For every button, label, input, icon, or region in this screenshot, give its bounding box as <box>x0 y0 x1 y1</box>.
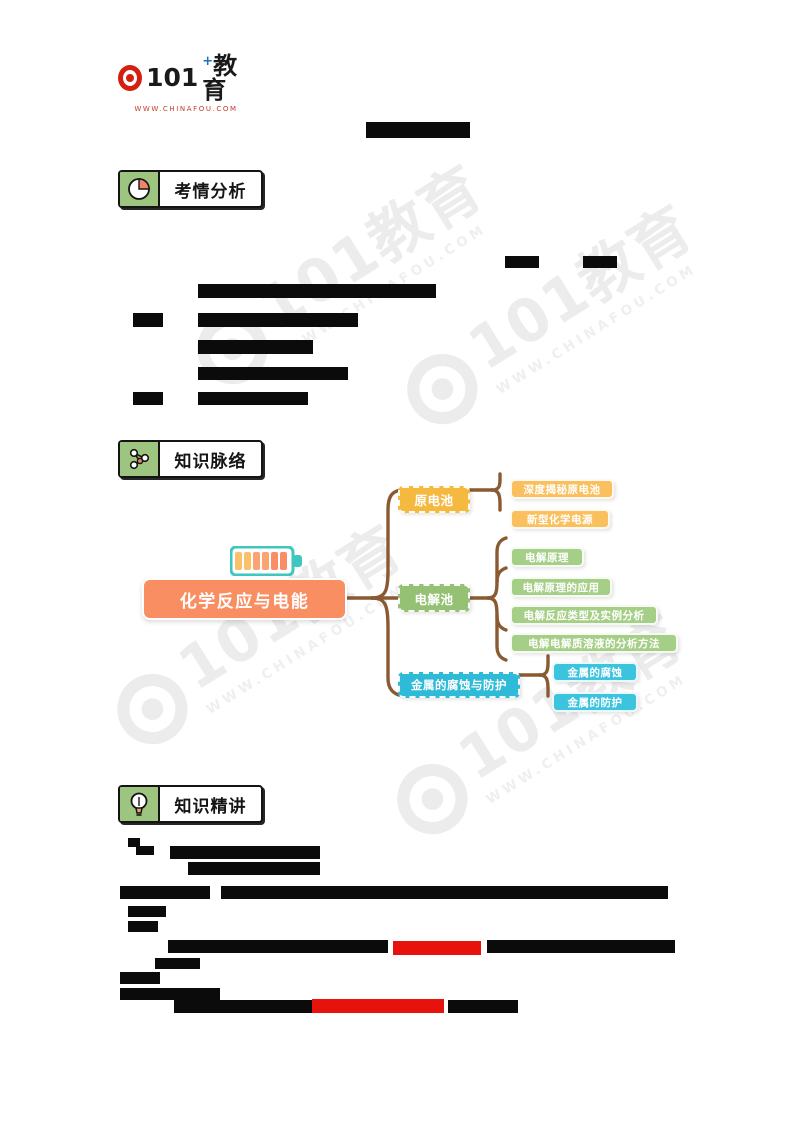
watermark-cn: 教育 <box>355 153 496 277</box>
table-bar <box>198 284 436 298</box>
text-bar <box>170 846 320 859</box>
page-title-redacted <box>366 122 470 138</box>
text-bar <box>128 906 166 917</box>
watermark-cn: 教育 <box>565 193 706 317</box>
text-bar <box>136 846 154 855</box>
mindmap-center-node[interactable]: 化学反应与电能 <box>142 578 347 620</box>
text-bar <box>487 940 675 953</box>
table-bar <box>198 313 358 327</box>
section-header-knowledge-map: 知识脉络 <box>118 440 263 478</box>
logo-url: WWW.CHINAFOU.COM <box>134 104 238 113</box>
mindmap-node-leaf[interactable]: 新型化学电源 <box>510 509 610 529</box>
table-bar <box>133 392 163 405</box>
table-bar <box>198 392 308 405</box>
logo-cn-text: 教育 <box>202 51 238 104</box>
highlight-text-bar <box>312 999 444 1013</box>
section-header-exam-analysis: 考情分析 <box>118 170 263 208</box>
logo-ring-icon <box>118 64 143 91</box>
watermark: 101教育 WWW.CHINAFOU.COM <box>391 194 714 441</box>
section-label: 知识脉络 <box>174 451 247 472</box>
watermark-ring-icon <box>393 340 491 437</box>
watermark-sub: WWW.CHINAFOU.COM <box>494 261 700 398</box>
text-bar <box>221 886 668 899</box>
text-bar <box>188 862 320 875</box>
mindmap-node-leaf[interactable]: 电解电解质溶液的分析方法 <box>510 633 678 653</box>
text-bar <box>128 838 140 847</box>
logo-plus-icon: + <box>202 53 214 69</box>
table-bar <box>198 340 313 354</box>
text-bar <box>168 940 388 953</box>
section-label: 考情分析 <box>174 181 247 202</box>
mindmap-node-leaf[interactable]: 金属的防护 <box>552 692 638 712</box>
node-network-icon <box>120 442 160 476</box>
text-bar <box>120 886 210 899</box>
battery-icon <box>230 546 302 576</box>
mindmap-node-branch[interactable]: 原电池 <box>398 486 470 513</box>
text-bar <box>448 1000 518 1013</box>
watermark-ring-icon <box>383 750 481 847</box>
section-label: 知识精讲 <box>174 796 247 817</box>
table-bar <box>133 313 163 327</box>
mindmap-node-leaf[interactable]: 金属的腐蚀 <box>552 662 638 682</box>
text-bar <box>155 958 200 969</box>
logo-brand-cn: +教育 <box>202 54 254 102</box>
text-bar <box>128 921 158 932</box>
pie-chart-icon <box>120 172 160 206</box>
mindmap-node-branch[interactable]: 金属的腐蚀与防护 <box>398 672 520 698</box>
site-logo: 101 +教育 WWW.CHINAFOU.COM <box>118 52 254 114</box>
mindmap-node-leaf[interactable]: 电解原理的应用 <box>510 577 612 597</box>
mindmap-node-leaf[interactable]: 深度揭秘原电池 <box>510 479 614 499</box>
mindmap-node-leaf[interactable]: 电解反应类型及实例分析 <box>510 605 658 625</box>
text-bar <box>174 1000 314 1013</box>
mindmap-connectors <box>345 472 550 698</box>
logo-digits: 101 <box>146 63 199 92</box>
mindmap-node-branch[interactable]: 电解池 <box>398 584 470 612</box>
table-bar <box>198 367 348 380</box>
mindmap: 原电池 电解池 金属的腐蚀与防护 深度揭秘原电池 新型化学电源 电解原理 电解原… <box>0 470 800 730</box>
lightbulb-icon <box>120 787 160 821</box>
text-bar <box>120 988 220 1000</box>
section-header-knowledge-detail: 知识精讲 <box>118 785 263 823</box>
table-bar <box>583 256 617 268</box>
text-bar <box>120 972 160 984</box>
highlight-text-bar <box>393 941 481 955</box>
mindmap-node-leaf[interactable]: 电解原理 <box>510 547 584 567</box>
table-bar <box>505 256 539 268</box>
watermark-digits: 101 <box>456 257 603 385</box>
